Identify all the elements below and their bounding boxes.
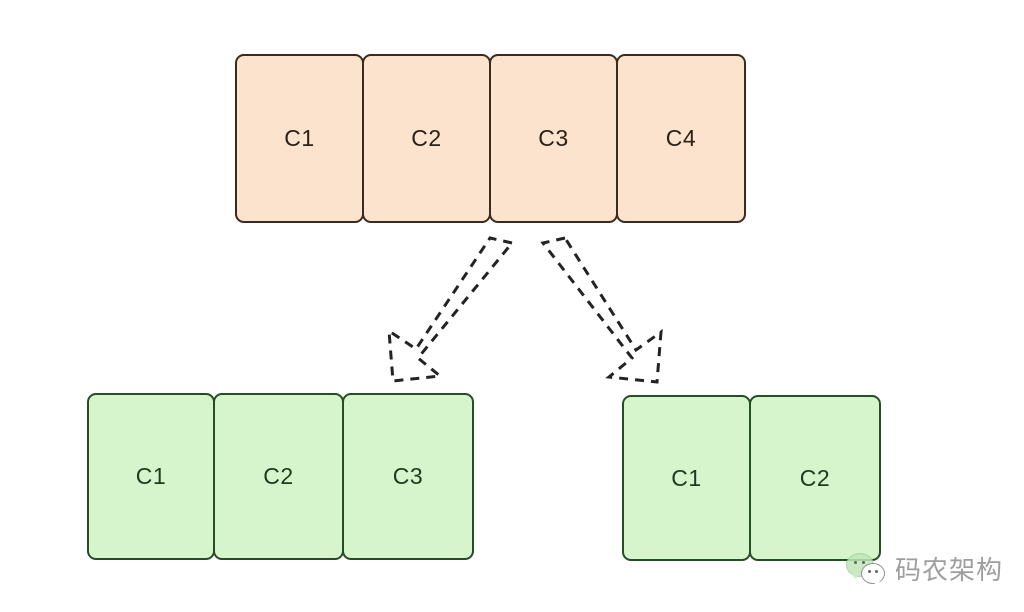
original-partition-set: C1 C2 C3 C4	[235, 54, 746, 223]
orange-cell-1-label: C2	[411, 125, 442, 151]
orange-cell-0[interactable]: C1	[235, 54, 364, 223]
orange-cell-3-label: C4	[665, 125, 697, 151]
green-left-cell-1-label: C2	[263, 463, 294, 489]
green-right-cell-1[interactable]: C2	[749, 395, 881, 561]
watermark-text: 码农架构	[895, 556, 1004, 586]
green-right-cell-1-label: C2	[799, 464, 831, 491]
orange-cell-1[interactable]: C2	[362, 54, 491, 223]
green-left-cell-2[interactable]: C3	[342, 393, 474, 560]
green-right-cell-0-label: C1	[671, 464, 702, 491]
wechat-logo-icon	[846, 552, 886, 586]
wechat-eye-front-left	[868, 569, 871, 573]
wechat-eye-back-right	[862, 560, 865, 564]
orange-cell-0-label: C1	[284, 125, 315, 151]
orange-cell-2-label: C3	[538, 125, 569, 151]
orange-cell-3[interactable]: C4	[616, 54, 746, 223]
green-left-cell-1[interactable]: C2	[213, 393, 344, 560]
green-left-cell-0[interactable]: C1	[87, 393, 215, 560]
wechat-eye-front-right	[875, 569, 878, 573]
watermark: 码农架构	[846, 550, 1003, 587]
split-group-left: C1 C2 C3	[87, 393, 474, 560]
split-group-right: C1 C2	[622, 395, 881, 561]
wechat-bubble-front	[861, 562, 885, 586]
arrow-to-left-group-icon	[387, 236, 515, 383]
green-left-cell-0-label: C1	[135, 463, 167, 489]
wechat-eye-back-left	[854, 560, 857, 564]
orange-cell-2[interactable]: C3	[489, 54, 618, 223]
green-left-cell-2-label: C3	[392, 463, 424, 489]
arrow-to-right-group-icon	[540, 236, 663, 384]
green-right-cell-0[interactable]: C1	[622, 395, 751, 561]
